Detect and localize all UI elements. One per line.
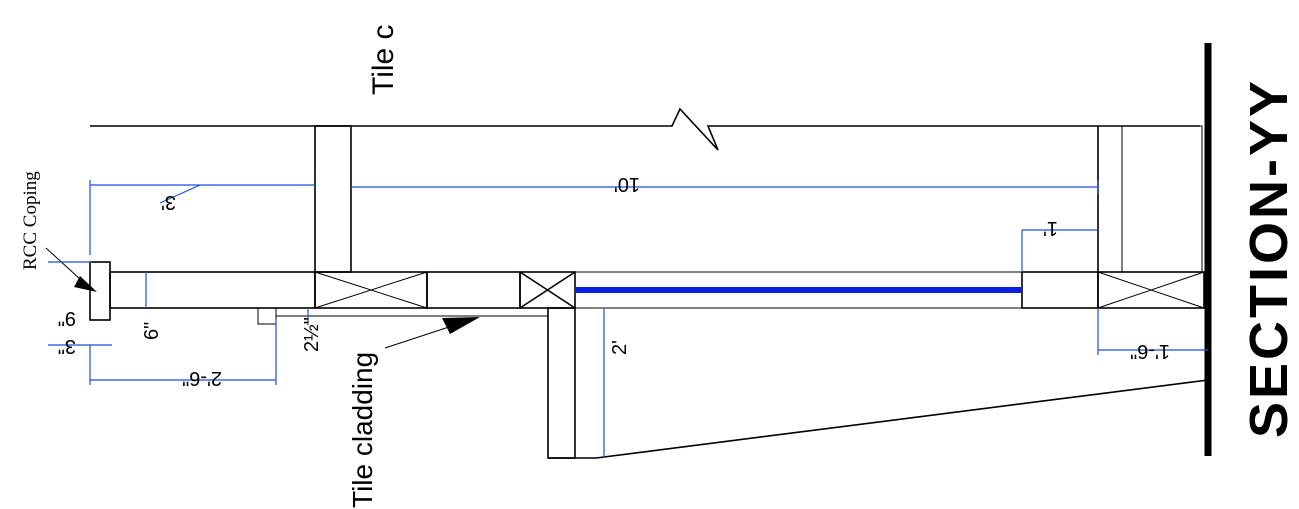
lower-wall [547, 307, 576, 459]
dim-3in: 3" [58, 335, 76, 357]
dim-9in: 9" [58, 307, 76, 329]
tile-cladding-label: Tile cladding [347, 352, 378, 508]
dim-2ft6in: 2'-6" [182, 367, 222, 389]
dim-1ft: 1' [1043, 217, 1058, 239]
sloping-ground-line [595, 379, 1209, 459]
tile-leader-arrow [442, 317, 480, 334]
rcc-coping [89, 261, 111, 321]
beam-x-3 [1097, 271, 1205, 309]
beam-x-1 [314, 271, 428, 309]
dim-2ft: 2' [609, 340, 631, 355]
masonry-block [1121, 125, 1203, 273]
rcc-coping-label: RCC Coping [20, 171, 41, 270]
dim-6in: 6" [141, 322, 163, 340]
dim-2half-in: 2½" [301, 317, 323, 352]
slab-hatch-right [1021, 271, 1099, 309]
slab-hatch-mid [426, 271, 521, 309]
section-title: SECTION-YY [1239, 78, 1299, 438]
coping-leader-arrow [74, 276, 97, 292]
tile-cladding-top-label: Tile c [367, 24, 400, 95]
slab-top-line [90, 107, 1200, 151]
dim-1ft6in: 1'-6" [1130, 340, 1170, 362]
dim-10ft: 10' [614, 173, 640, 195]
tile-strip [257, 307, 277, 325]
left-wall [314, 125, 352, 273]
dim-3ft: 3' [161, 191, 176, 213]
chajja-slab [109, 271, 316, 309]
